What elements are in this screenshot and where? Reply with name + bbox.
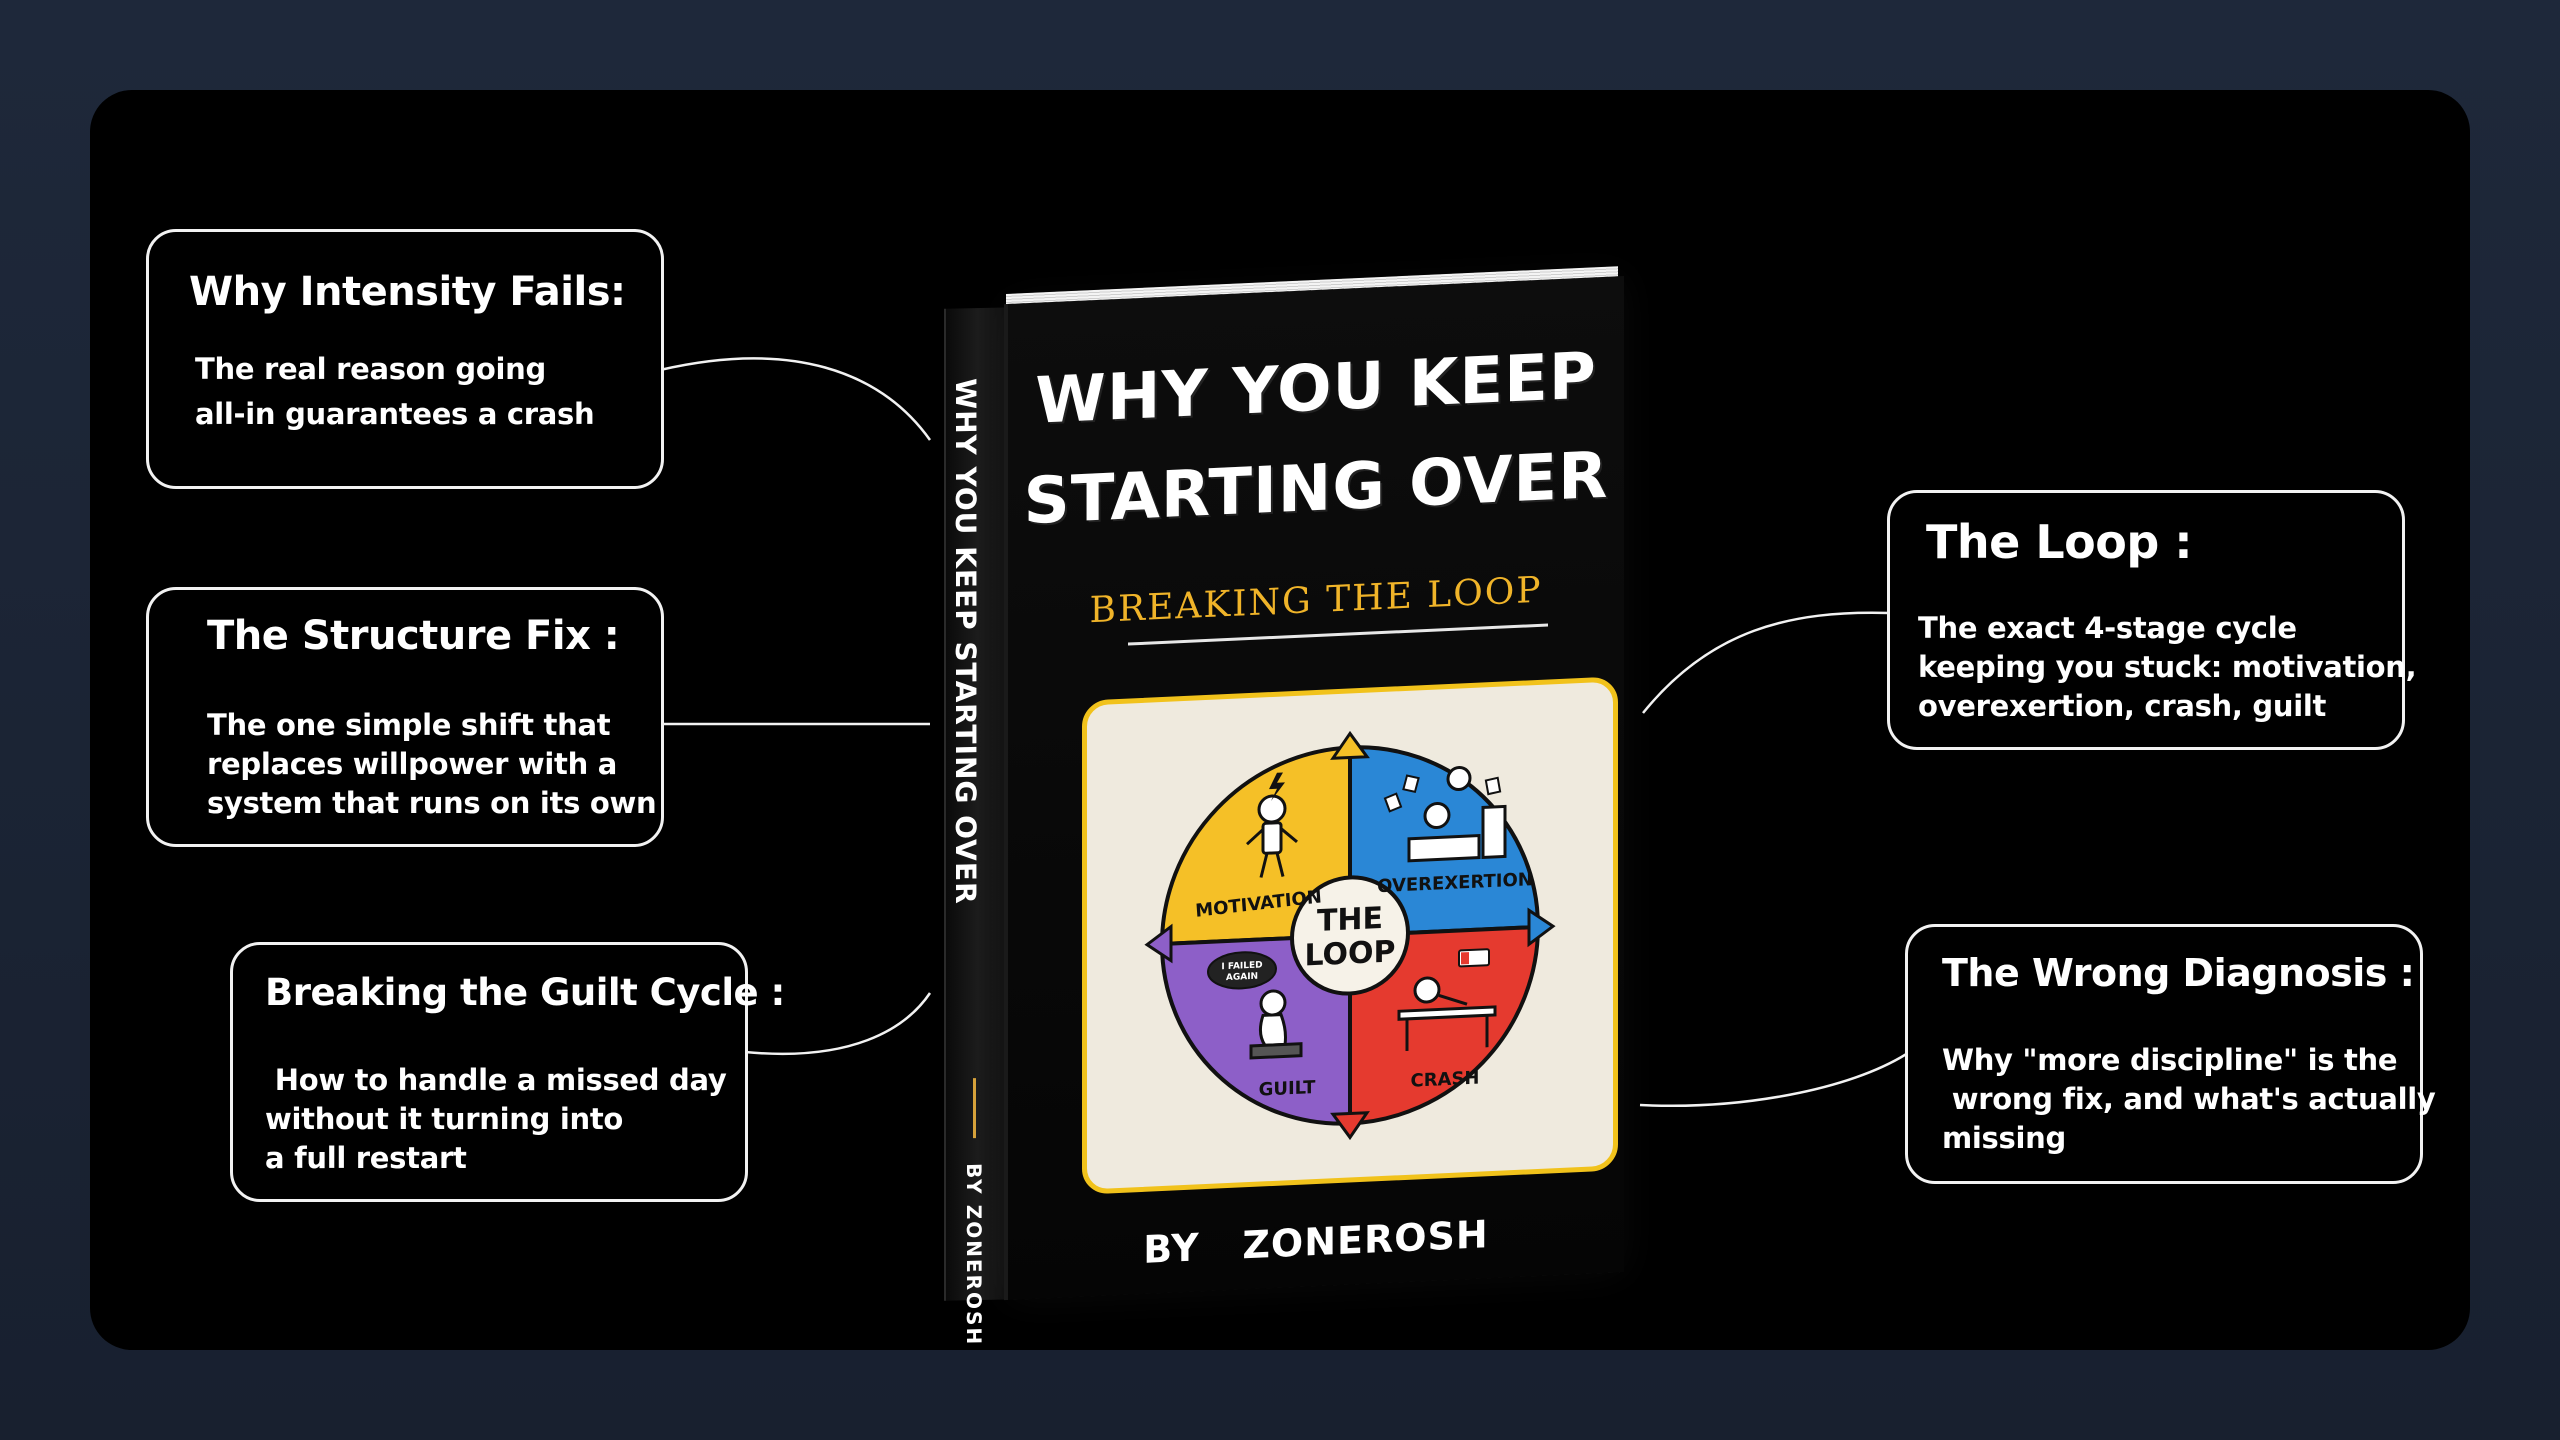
overwhelmed-figure-icon — [1407, 766, 1507, 863]
connector-loop — [1642, 611, 1891, 714]
card-line: all-in guarantees a crash — [195, 397, 595, 431]
card-line: overexertion, crash, guilt — [1918, 689, 2327, 723]
card-title: Breaking the Guilt Cycle : — [265, 971, 785, 1014]
low-battery-icon — [1458, 948, 1490, 968]
loop-center-line-2: LOOP — [1305, 934, 1396, 973]
thought-bubble-line-2: AGAIN — [1226, 972, 1258, 983]
card-line: system that runs on its own — [207, 786, 657, 820]
exhausted-figure-icon — [1397, 976, 1497, 1051]
card-description: Why "more discipline" is the wrong fix, … — [1942, 1041, 2436, 1158]
spine-divider — [973, 1078, 976, 1139]
cover-title-line-1: WHY YOU KEEP — [1035, 339, 1597, 439]
card-title: The Loop : — [1926, 515, 2193, 569]
card-description: The real reason going all-in guarantees … — [195, 350, 595, 434]
card-description: The exact 4-stage cycle keeping you stuc… — [1918, 609, 2417, 726]
card-line: replaces willpower with a — [207, 747, 618, 781]
card-line: The exact 4-stage cycle — [1918, 611, 2297, 645]
card-line: keeping you stuck: motivation, — [1918, 650, 2417, 684]
quadrant-guilt — [1159, 933, 1352, 1126]
loop-diagram: THE LOOP — [1144, 730, 1556, 1141]
loop-illustration-panel: THE LOOP — [1082, 676, 1618, 1195]
card-title: The Wrong Diagnosis : — [1942, 951, 2415, 995]
card-the-loop: The Loop : The exact 4-stage cycle keepi… — [1887, 490, 2417, 750]
card-line: The real reason going — [195, 352, 546, 386]
card-line: wrong fix, and what's actually — [1942, 1082, 2436, 1116]
card-title: Why Intensity Fails: — [189, 269, 626, 315]
lightning-icon — [1269, 772, 1285, 802]
sad-figure-icon — [1249, 989, 1303, 1060]
card-line: Why "more discipline" is the — [1942, 1043, 2398, 1077]
motivated-figure-icon — [1246, 794, 1298, 878]
arrow-right-icon — [1527, 907, 1556, 948]
card-description: How to handle a missed day without it tu… — [265, 1061, 727, 1178]
paper-stack-icon — [1383, 774, 1502, 813]
quadrant-crash — [1348, 924, 1541, 1126]
card-line: The one simple shift that — [207, 708, 611, 742]
cover-author: BY ZONEROSH — [1143, 1212, 1489, 1272]
stage-label-guilt: GUILT — [1259, 1077, 1317, 1101]
book-spine: WHY YOU KEEP STARTING OVER BY ZONEROSH — [944, 307, 1016, 1346]
card-title: The Structure Fix : — [207, 613, 620, 659]
thought-bubble-line-1: I FAILED — [1221, 960, 1262, 972]
thought-bubble-icon — [1207, 951, 1277, 990]
card-the-structure-fix: The Structure Fix : The one simple shift… — [146, 587, 664, 847]
quadrant-motivation — [1159, 745, 1352, 947]
card-line: How to handle a missed day — [265, 1063, 727, 1097]
connector-intensity — [659, 357, 932, 441]
arrow-left-icon — [1144, 923, 1173, 964]
card-breaking-the-guilt-cycle: Breaking the Guilt Cycle : How to handle… — [230, 942, 785, 1202]
spine-title: WHY YOU KEEP STARTING OVER — [949, 377, 982, 905]
card-why-intensity-fails: Why Intensity Fails: The real reason goi… — [146, 229, 664, 489]
book-cover: WHY YOU KEEP STARTING OVER BREAKING THE … — [1008, 276, 1624, 1301]
loop-center-line-1: THE — [1317, 901, 1383, 939]
canvas-panel: Why Intensity Fails: The real reason goi… — [90, 90, 2470, 1350]
book-mockup: WHY YOU KEEP STARTING OVER BY ZONEROSH W… — [944, 266, 1624, 1346]
card-line: missing — [1942, 1121, 2066, 1155]
arrow-up-icon — [1330, 730, 1370, 760]
spine-author: BY ZONEROSH — [962, 1162, 986, 1347]
stage-label-crash: CRASH — [1411, 1068, 1480, 1092]
card-line: a full restart — [265, 1141, 467, 1175]
card-line: without it turning into — [265, 1102, 624, 1136]
cover-subtitle-underline — [1128, 623, 1548, 646]
connector-diagnosis — [1639, 1051, 1909, 1107]
arrow-down-icon — [1330, 1111, 1370, 1141]
loop-center — [1290, 875, 1410, 996]
card-description: The one simple shift that replaces willp… — [207, 706, 657, 823]
cover-title-line-2: STARTING OVER — [1023, 438, 1609, 540]
card-the-wrong-diagnosis: The Wrong Diagnosis : Why "more discipli… — [1905, 924, 2436, 1184]
